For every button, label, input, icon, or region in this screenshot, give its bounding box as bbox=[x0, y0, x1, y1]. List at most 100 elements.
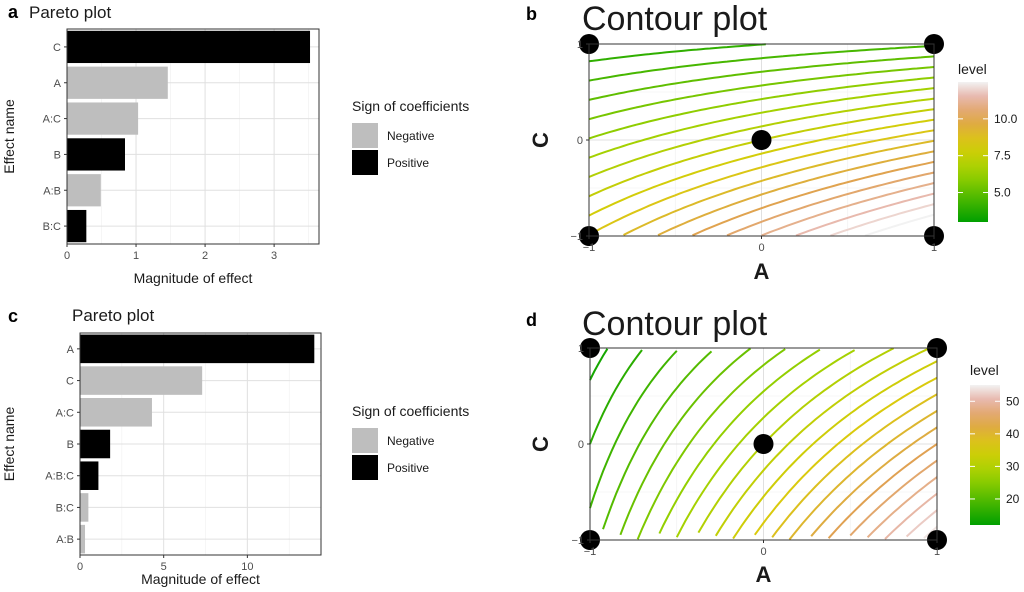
contour-line bbox=[692, 160, 935, 237]
bar-b bbox=[80, 429, 111, 459]
chart-title: Pareto plot bbox=[72, 306, 154, 325]
colorbar-tick-label: 50 bbox=[1006, 394, 1020, 408]
bar-a-c bbox=[67, 102, 139, 135]
y-tick-label: B bbox=[67, 439, 74, 451]
legend-key-positive bbox=[352, 455, 378, 480]
y-tick-label: A:B:C bbox=[45, 471, 74, 483]
plot-border bbox=[79, 332, 322, 556]
design-point bbox=[753, 434, 774, 454]
contour-line bbox=[588, 55, 935, 101]
chart-title: Contour plot bbox=[582, 0, 768, 38]
contour-lines bbox=[588, 43, 935, 237]
colorbar-tick-label: 5.0 bbox=[994, 186, 1011, 200]
contour-line bbox=[827, 443, 938, 539]
y-tick-label: C bbox=[66, 376, 74, 388]
x-tick-label: 0 bbox=[77, 561, 83, 573]
bar-c bbox=[80, 366, 203, 395]
x-axis-label: Magnitude of effect bbox=[141, 571, 260, 587]
bar-a bbox=[80, 334, 315, 364]
bar-a-b-c bbox=[80, 461, 99, 490]
legend-title: Sign of coefficients bbox=[352, 98, 469, 114]
contour-line bbox=[602, 350, 713, 530]
x-tick-label: 1 bbox=[934, 546, 940, 558]
contour-line bbox=[864, 213, 935, 237]
y-axis-label: Effect name bbox=[1, 99, 17, 174]
y-axis-label: C bbox=[528, 436, 553, 452]
contour-line bbox=[753, 376, 938, 536]
plot-border bbox=[588, 43, 935, 237]
contour-line bbox=[657, 150, 935, 237]
contour-line bbox=[771, 393, 938, 538]
x-tick-label: 3 bbox=[271, 250, 277, 262]
bar-b-c bbox=[80, 493, 89, 522]
y-tick-label: A:B bbox=[56, 534, 74, 546]
panel-label: a bbox=[8, 2, 19, 22]
contour-line bbox=[810, 426, 938, 537]
bar-b bbox=[67, 138, 125, 171]
bar-c bbox=[67, 30, 311, 64]
legend-title: Sign of coefficients bbox=[352, 403, 469, 419]
y-axis-label: C bbox=[528, 132, 553, 148]
contour-line bbox=[588, 44, 935, 82]
contour-line bbox=[761, 182, 935, 237]
contour-lines bbox=[589, 347, 938, 541]
chart-title: Pareto plot bbox=[29, 3, 111, 22]
panel-label: b bbox=[526, 4, 537, 24]
x-axis-label: A bbox=[756, 562, 772, 587]
colorbar-tick-label: 10.0 bbox=[994, 112, 1018, 126]
x-tick-label: 2 bbox=[202, 250, 208, 262]
y-tick-label: 0 bbox=[577, 135, 583, 147]
colorbar-tick-label: 40 bbox=[1006, 427, 1020, 441]
colorbar bbox=[958, 82, 988, 222]
legend-label: Negative bbox=[387, 434, 435, 448]
x-tick-label: −1 bbox=[583, 242, 596, 254]
y-tick-label: A bbox=[67, 344, 75, 356]
contour-line bbox=[589, 350, 678, 509]
x-tick-label: 0 bbox=[760, 546, 766, 558]
legend-key-positive bbox=[352, 150, 378, 175]
y-tick-label: −1 bbox=[571, 535, 584, 547]
y-tick-label: 1 bbox=[578, 343, 584, 355]
y-tick-label: −1 bbox=[570, 231, 583, 243]
contour-line bbox=[884, 492, 938, 540]
x-tick-label: 1 bbox=[133, 250, 139, 262]
x-tick-label: 5 bbox=[161, 561, 167, 573]
colorbar-tick-label: 7.5 bbox=[994, 149, 1011, 163]
contour-line bbox=[589, 348, 609, 381]
bar-a-c bbox=[80, 398, 152, 427]
bar-b-c bbox=[67, 209, 87, 243]
contour-line bbox=[623, 139, 935, 236]
design-point bbox=[751, 130, 772, 150]
panel-label: c bbox=[8, 306, 18, 326]
contour-line bbox=[588, 76, 935, 140]
legend-title: level bbox=[958, 61, 987, 77]
bar-a bbox=[67, 66, 168, 99]
legend-title: level bbox=[970, 362, 999, 378]
contour-line bbox=[588, 87, 935, 159]
x-tick-label: −1 bbox=[584, 546, 597, 558]
contour-line bbox=[588, 118, 935, 217]
x-tick-label: 0 bbox=[758, 242, 764, 254]
contour-line bbox=[795, 192, 935, 237]
legend-label: Negative bbox=[387, 129, 435, 143]
legend-label: Positive bbox=[387, 461, 429, 475]
plot-border bbox=[589, 347, 938, 541]
bar-a-b bbox=[67, 174, 101, 207]
colorbar-tick-label: 30 bbox=[1006, 459, 1020, 473]
x-axis-label: A bbox=[754, 259, 770, 284]
contour-line bbox=[923, 526, 938, 539]
y-tick-label: A:B bbox=[43, 185, 61, 197]
plot-border bbox=[66, 28, 320, 245]
contour-line bbox=[588, 97, 935, 178]
contour-line bbox=[726, 171, 935, 237]
legend-key-negative bbox=[352, 428, 378, 453]
x-tick-label: 10 bbox=[241, 561, 253, 573]
x-tick-label: 1 bbox=[931, 242, 937, 254]
contour-line bbox=[589, 349, 643, 445]
colorbar-tick-label: 20 bbox=[1006, 492, 1020, 506]
colorbar bbox=[970, 385, 1000, 525]
